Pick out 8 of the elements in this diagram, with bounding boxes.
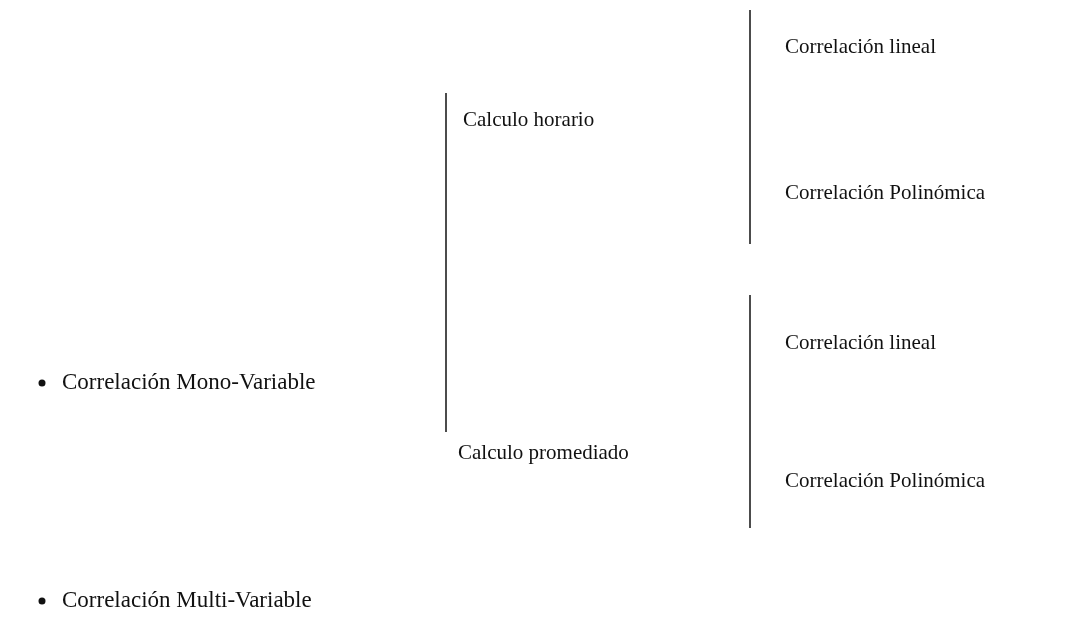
category-label: Calculo promediado <box>458 440 629 466</box>
list-item: Correlación Multi-Variable <box>62 586 312 614</box>
category-label: Correlación Polinómica <box>785 468 986 494</box>
category-label: Correlación lineal <box>785 34 937 60</box>
list-item: Correlación Mono-Variable <box>62 368 316 396</box>
category-label: Correlación lineal <box>785 330 937 356</box>
category-label: Correlación Polinómica <box>785 180 986 206</box>
category-label: Calculo horario <box>463 107 595 133</box>
